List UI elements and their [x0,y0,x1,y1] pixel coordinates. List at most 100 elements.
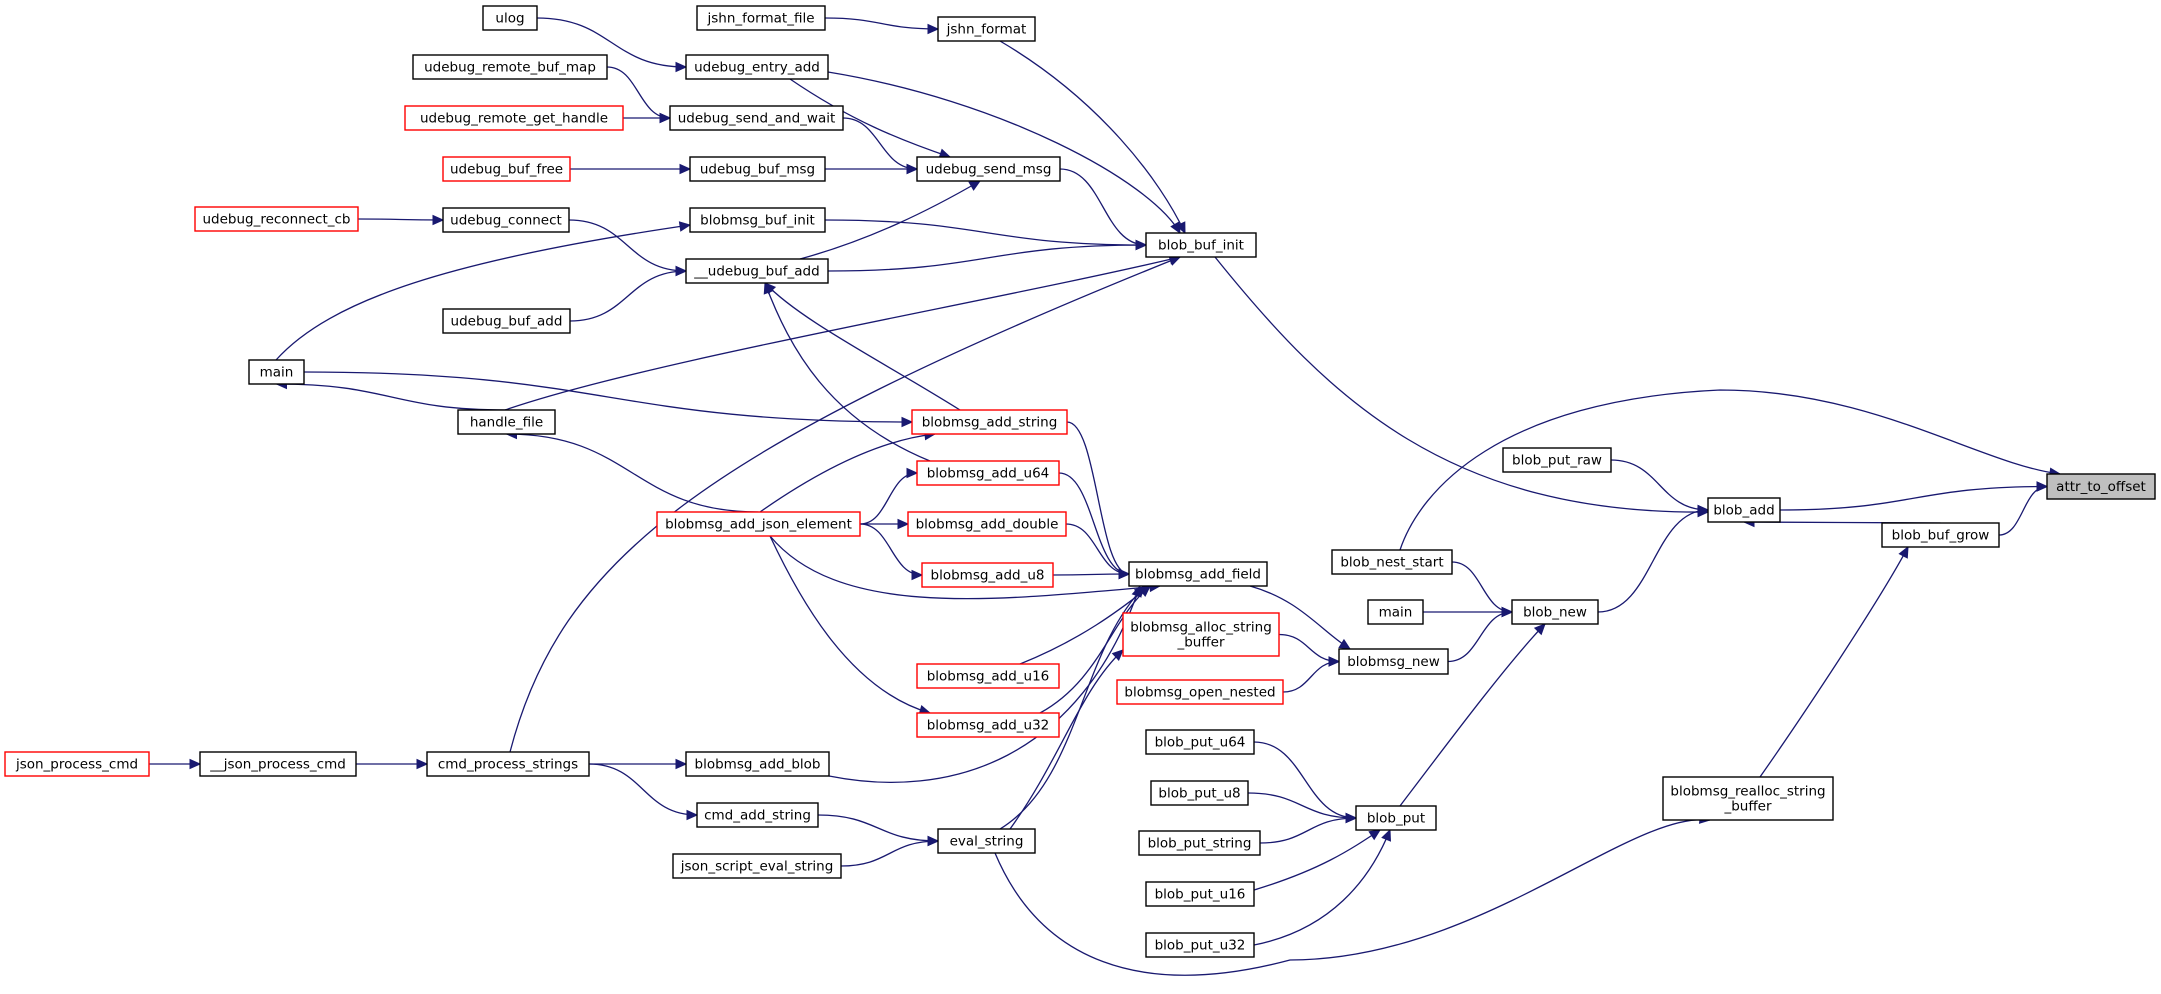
edge-arrowhead [1135,239,1148,251]
edge-arrowhead [1170,221,1181,235]
node-handle-file[interactable]: handle_file [457,409,556,435]
node-label: _buffer [1176,635,1224,651]
node-blobmsg-add-field[interactable]: blobmsg_add_field [1128,561,1268,587]
node-blobmsg-open-nested[interactable]: blobmsg_open_nested [1116,679,1284,705]
node-blobmsg-buf-init[interactable]: blobmsg_buf_init [689,207,826,233]
node-label: blob_new [1523,605,1587,621]
node-label: blobmsg_open_nested [1124,685,1275,701]
node-blob-put-string[interactable]: blob_put_string [1138,830,1261,856]
node-blobmsg-add-blob[interactable]: blobmsg_add_blob [685,751,830,777]
node-box [1145,232,1257,258]
node-box [1150,780,1249,806]
edge-cmd_process_strings-to-cmd_add_string [588,763,699,821]
node-json-script-eval-string[interactable]: json_script_eval_string [672,853,842,879]
edge-blob_new-to-blob_add [1597,504,1710,613]
node-blobmsg-new[interactable]: blobmsg_new [1338,648,1449,675]
edge-line [303,371,913,423]
node-udebug-reconnect-cb[interactable]: udebug_reconnect_cb [194,206,359,232]
node-udebug-buf-msg[interactable]: udebug_buf_msg [689,156,826,182]
node-label: blob_put_raw [1512,453,1602,469]
node-blobmsg-add-double[interactable]: blobmsg_add_double [907,511,1067,537]
node-box [1145,881,1255,907]
edge-arrowhead [1168,256,1182,266]
edge-blob_put_raw-to-blob_add [1610,459,1710,516]
edge-line [1066,421,1130,575]
edge-line [789,78,951,158]
node-blobmsg-add-string[interactable]: blobmsg_add_string [911,409,1068,435]
edge-line [994,818,1711,976]
node-blobmsg-add-u64[interactable]: blobmsg_add_u64 [916,460,1060,486]
node-blobmsg-add-u8[interactable]: blobmsg_add_u8 [921,562,1054,588]
node-blob-put-u16[interactable]: blob_put_u16 [1145,881,1255,907]
node-blob-put[interactable]: blob_put [1355,805,1437,831]
node-blob-buf-grow[interactable]: blob_buf_grow [1881,522,2000,548]
node-box [1367,599,1424,625]
node-label: _buffer [1723,799,1771,815]
node-blob-nest-start[interactable]: blob_nest_start [1331,549,1453,575]
edge-arrowhead [1338,638,1352,650]
edge-arrowhead [2036,481,2049,492]
node-udebug-buf-free[interactable]: udebug_buf_free [442,156,571,182]
node-blob-put-raw[interactable]: blob_put_raw [1502,447,1612,473]
edge-arrowhead [1111,649,1124,662]
node-udebug-send-msg[interactable]: udebug_send_msg [916,156,1061,182]
node-json-process-cmd-internal[interactable]: __json_process_cmd [199,751,357,777]
edge-arrowhead [1697,504,1710,516]
edge-arrowhead [675,61,688,73]
node-label: blobmsg_alloc_string [1130,620,1272,636]
node-json-process-cmd[interactable]: json_process_cmd [4,751,150,777]
node-blob-buf-init[interactable]: blob_buf_init [1145,232,1257,258]
edge-main_b-to-blobmsg_add_string [303,371,914,428]
node-blob-new[interactable]: blob_new [1511,599,1599,625]
node-eval-string[interactable]: eval_string [937,828,1036,854]
edge-arrowhead [675,758,688,770]
edge-eval_string-to-blobmsg_alloc_string_buffer [1009,649,1124,830]
node-jshn-format-file[interactable]: jshn_format_file [696,5,826,31]
node-udebug-buf-add-internal[interactable]: __udebug_buf_add [685,258,829,284]
node-blob-put-u8[interactable]: blob_put_u8 [1150,780,1249,806]
node-box [1331,549,1453,575]
edge-line [1399,623,1546,807]
node-blobmsg-alloc-string-buffer[interactable]: blobmsg_alloc_string_buffer [1122,612,1280,657]
edge-udebug_buf_add-to-udebug_buf_add_internal [569,265,688,322]
edge-arrowhead [1501,606,1514,618]
node-label: udebug_reconnect_cb [203,212,351,228]
node-udebug-send-and-wait[interactable]: udebug_send_and_wait [669,105,844,131]
node-cmd-process-strings[interactable]: cmd_process_strings [426,751,590,777]
node-udebug-remote-get-handle[interactable]: udebug_remote_get_handle [404,105,624,131]
node-box [412,54,608,80]
node-label: blob_put [1367,811,1425,827]
node-main-b[interactable]: main [248,359,305,385]
edge-arrowhead [763,281,774,295]
node-udebug-buf-add[interactable]: udebug_buf_add [442,308,571,334]
node-attr-to-offset[interactable]: attr_to_offset [2046,473,2156,500]
node-ulog[interactable]: ulog [482,5,538,31]
node-box [907,511,1067,537]
edge-line [357,218,444,221]
edge-line [1247,792,1357,819]
node-main-a[interactable]: main [1367,599,1424,625]
edge-blobmsg_buf_init-to-blob_buf_init [824,219,1148,251]
node-blob-put-u64[interactable]: blob_put_u64 [1145,729,1255,755]
node-box [426,751,590,777]
edge-line [588,763,698,816]
edge-handle_file-to-blob_buf_init [504,254,1182,411]
node-blobmsg-realloc-string-buffer[interactable]: blobmsg_realloc_string_buffer [1662,776,1834,821]
node-box [937,828,1036,854]
node-box [689,156,826,182]
node-blobmsg-add-u32[interactable]: blobmsg_add_u32 [916,712,1060,738]
node-blob-add[interactable]: blob_add [1707,497,1781,523]
node-box [696,802,819,828]
node-udebug-connect[interactable]: udebug_connect [442,207,570,233]
node-label: blob_add [1713,503,1774,519]
edge-line [504,256,1181,411]
node-jshn-format[interactable]: jshn_format [937,16,1036,42]
node-label: blob_put_u16 [1155,887,1246,903]
node-cmd-add-string[interactable]: cmd_add_string [696,802,819,828]
node-blobmsg-add-json-element[interactable]: blobmsg_add_json_element [656,511,861,537]
node-box [689,207,826,233]
node-blobmsg-add-u16[interactable]: blobmsg_add_u16 [916,663,1060,689]
node-udebug-remote-buf-map[interactable]: udebug_remote_buf_map [412,54,608,80]
node-blob-put-u32[interactable]: blob_put_u32 [1145,932,1255,958]
node-udebug-entry-add[interactable]: udebug_entry_add [685,54,829,80]
